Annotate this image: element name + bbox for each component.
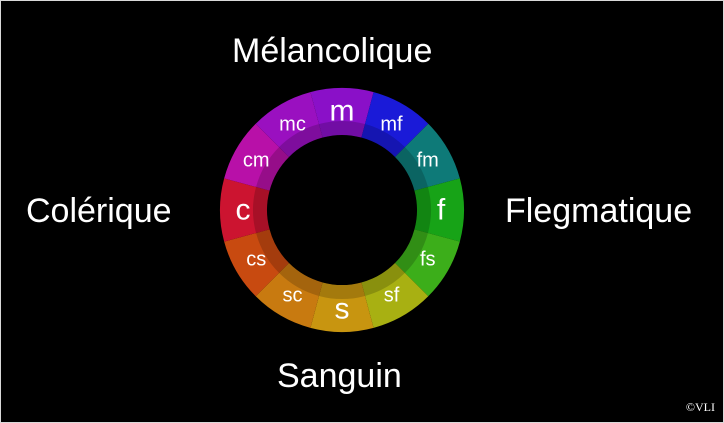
label-melancolique: Mélancolique: [232, 32, 433, 70]
wheel-label-c: c: [236, 194, 251, 227]
wheel-segment-sf: [361, 263, 429, 328]
wheel-label-mc: mc: [279, 113, 306, 135]
wheel-segment-shade-cm: [256, 147, 289, 191]
wheel-label-cs: cs: [246, 249, 266, 271]
wheel-label-cm: cm: [243, 150, 270, 172]
wheel-segment-shade-sc: [279, 263, 323, 296]
wheel-label-fs: fs: [420, 249, 436, 271]
wheel-label-s: s: [335, 293, 350, 326]
wheel-label-f: f: [437, 194, 446, 227]
wheel-label-sc: sc: [283, 285, 303, 307]
wheel-label-fm: fm: [417, 150, 439, 172]
wheel-segment-fm: [395, 123, 460, 191]
wheel-segment-c: [220, 178, 270, 242]
wheel-segment-shade-s: [318, 282, 366, 299]
wheel-segment-shade-c: [253, 186, 270, 234]
wheel-segment-shade-mc: [279, 124, 323, 157]
copyright-mark: ©VLI: [685, 400, 715, 414]
wheel-segment-shade-mf: [361, 124, 405, 157]
wheel-segment-shade-fs: [395, 229, 428, 273]
label-flegmatique: Flegmatique: [505, 192, 693, 230]
label-colerique: Colérique: [26, 192, 172, 230]
wheel-segment-cs: [224, 229, 289, 297]
wheel-segment-fs: [395, 229, 460, 297]
wheel-segment-sc: [255, 263, 323, 328]
wheel-segment-cm: [224, 123, 289, 191]
wheel-segment-shade-f: [414, 186, 432, 234]
wheel-segment-shade-fm: [395, 147, 428, 191]
wheel-segment-f: [414, 178, 464, 242]
label-sanguin: Sanguin: [277, 357, 402, 395]
wheel-segment-s: [310, 282, 374, 332]
wheel-label-mf: mf: [380, 113, 403, 135]
wheel-segment-m: [310, 88, 374, 138]
wheel-segment-mc: [255, 92, 323, 157]
wheel-label-m: m: [330, 95, 355, 128]
wheel-segment-shade-sf: [361, 263, 405, 296]
wheel-segment-shade-m: [318, 121, 366, 138]
wheel-label-sf: sf: [384, 285, 400, 307]
wheel-segment-shade-cs: [256, 229, 289, 273]
wheel-segment-mf: [361, 92, 429, 157]
